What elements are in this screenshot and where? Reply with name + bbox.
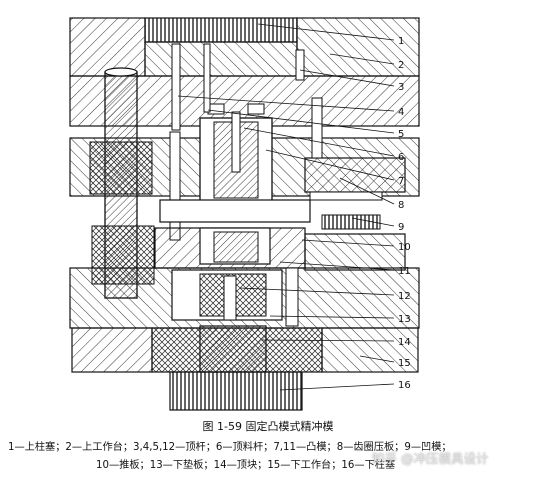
lower-backing-plate: [71, 325, 419, 373]
callout-10: 10: [398, 242, 411, 253]
ejector-pins-upper: [169, 43, 323, 241]
callout-16: 16: [398, 380, 411, 391]
callout-13: 13: [398, 314, 411, 325]
legend-line-1: 1—上柱塞；2—上工作台；3,4,5,12—顶杆；6—顶料杆；7,11—凸模；8…: [8, 442, 452, 453]
callout-1: 1: [398, 36, 404, 47]
callout-14: 14: [398, 337, 411, 348]
watermark: 知乎 @冲压模具设计: [372, 451, 489, 466]
gear-ring-plate: [304, 157, 406, 201]
callout-4: 4: [398, 107, 404, 118]
callout-7: 7: [398, 176, 404, 187]
callout-12: 12: [398, 291, 411, 302]
callout-3: 3: [398, 82, 404, 93]
upper-plunger: [144, 17, 298, 43]
callout-9: 9: [398, 222, 404, 233]
figure-caption: 图 1-59 固定凸模式精冲模: [202, 420, 334, 433]
legend-line-2: 10—推板；13—下垫板；14—顶块；15—下工作台；16—下柱塞: [96, 460, 396, 471]
lower-plunger: [169, 371, 303, 411]
upper-punch-center: [199, 103, 273, 203]
callout-6: 6: [398, 152, 404, 163]
callout-15: 15: [398, 358, 411, 369]
lower-worktable: [69, 267, 420, 329]
callout-11: 11: [398, 266, 411, 277]
gap-and-die: [159, 199, 381, 230]
push-plate: [304, 233, 406, 271]
lower-punch-block: [154, 227, 306, 269]
callout-2: 2: [398, 60, 404, 71]
leader-lines: [177, 23, 395, 391]
callout-5: 5: [398, 129, 404, 140]
callout-8: 8: [398, 200, 404, 211]
